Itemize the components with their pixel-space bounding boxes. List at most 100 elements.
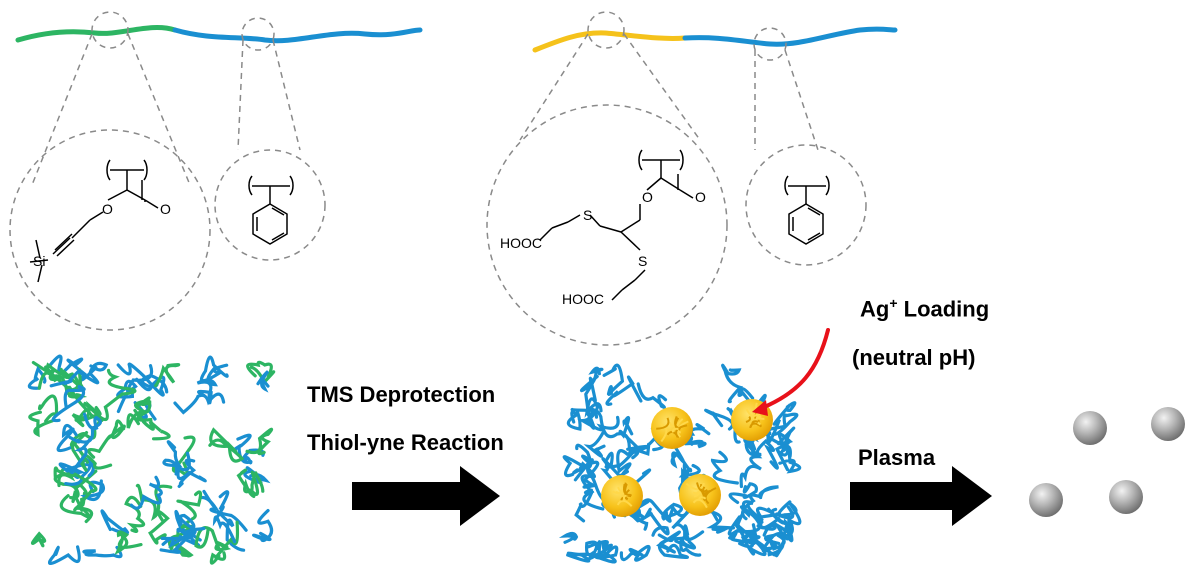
polymer-strand xyxy=(209,520,240,565)
chain-blue-block-2 xyxy=(682,26,898,47)
polymer-strand xyxy=(636,382,668,410)
monomer-structure-styrene-2 xyxy=(784,175,830,245)
polymer-strand xyxy=(739,438,763,489)
polymer-strand xyxy=(588,366,604,402)
polymer-strand xyxy=(580,374,599,419)
step-label-neutral-ph: (neutral pH) xyxy=(852,345,976,370)
polymer-strand xyxy=(47,545,81,566)
polymer-strand xyxy=(82,545,123,559)
nanoparticle xyxy=(1029,483,1063,517)
monomer-circle-styrene-2 xyxy=(745,144,867,266)
polymer-strand xyxy=(202,489,246,552)
polymer-chain-tms xyxy=(15,25,423,44)
polymer-strand xyxy=(756,521,794,543)
polymer-strand xyxy=(583,430,606,458)
cluster-strand xyxy=(692,498,708,509)
polymer-strand xyxy=(587,539,619,560)
polymer-strand xyxy=(177,458,197,488)
polymer-strand xyxy=(199,355,229,383)
polymer-strand xyxy=(208,427,245,463)
chain-blue-block xyxy=(172,27,423,44)
polymer-strand xyxy=(114,530,143,555)
step-label-ag-loading: Ag+ Loading xyxy=(860,295,989,322)
polymer-strand xyxy=(762,507,792,537)
polymer-strand xyxy=(572,460,605,511)
polymer-strand xyxy=(558,531,579,544)
gold-cluster xyxy=(679,474,721,516)
polymer-strand xyxy=(656,530,681,554)
polymer-strand xyxy=(161,513,206,549)
process-arrow-2 xyxy=(850,466,992,526)
polymer-strand xyxy=(710,450,739,485)
ag-loading-arrow xyxy=(752,328,830,416)
polymer-strand xyxy=(602,363,625,397)
polymer-strand xyxy=(58,436,93,475)
cluster-strand xyxy=(693,490,700,498)
polymer-strand xyxy=(56,423,78,453)
polymer-strand xyxy=(605,375,643,406)
step-label-deprotection: TMS Deprotection xyxy=(307,382,496,407)
polymer-strand xyxy=(142,420,171,441)
polymer-strand xyxy=(212,490,237,544)
polymer-strand xyxy=(706,509,735,534)
process-arrow-1 xyxy=(352,466,500,526)
polymer-strand xyxy=(87,419,126,459)
nanoparticle xyxy=(1073,411,1107,445)
polymer-strand xyxy=(681,524,705,549)
cluster-strand xyxy=(615,490,625,495)
cluster-strand xyxy=(660,423,668,443)
chain-green-block xyxy=(15,25,178,43)
polymer-strand xyxy=(631,500,670,537)
polymer-strand xyxy=(49,361,109,388)
polymer-strand xyxy=(154,363,181,388)
polymer-strand xyxy=(28,410,54,438)
polymer-network-tms xyxy=(27,354,276,566)
polymer-strand xyxy=(245,427,274,456)
polymer-strand xyxy=(252,509,274,543)
monomer-circle-cooh xyxy=(486,104,728,346)
ag-charge: + xyxy=(889,295,898,311)
tms-oxygen-carbonyl: O xyxy=(160,201,171,217)
polymer-strand xyxy=(562,443,593,478)
polymer-strand xyxy=(148,509,170,545)
ag-loading-text: Loading xyxy=(897,296,990,322)
polymer-strand xyxy=(167,534,194,558)
cooh-sulfur-1: S xyxy=(583,207,592,223)
cluster-strand xyxy=(622,483,631,496)
ag-symbol: Ag xyxy=(860,296,890,322)
monomer-structure-cooh xyxy=(539,149,694,301)
polymer-strand xyxy=(30,531,47,548)
polymer-strand xyxy=(162,440,183,476)
polymer-strand xyxy=(133,396,152,414)
polymer-strand xyxy=(256,370,270,393)
polymer-strand xyxy=(70,441,113,472)
polymer-strand xyxy=(196,365,218,405)
polymer-strand xyxy=(570,407,631,449)
cooh-acid-2: HOOC xyxy=(562,291,604,307)
polymer-chain-cooh xyxy=(532,26,898,53)
polymer-strand xyxy=(135,483,173,522)
silver-nanoparticles xyxy=(1029,407,1185,517)
polymer-strand xyxy=(721,363,744,404)
gold-cluster xyxy=(601,475,643,517)
polymer-strand xyxy=(574,488,595,523)
zoom-callouts-left xyxy=(9,11,326,331)
polymer-strand xyxy=(669,438,693,473)
polymer-strand xyxy=(761,533,781,557)
nanoparticle xyxy=(1151,407,1185,441)
polymer-strand xyxy=(728,482,759,504)
monomer-structure-tms xyxy=(29,159,159,283)
cluster-strand xyxy=(685,482,705,491)
step-label-plasma: Plasma xyxy=(858,445,936,470)
cluster-strand xyxy=(696,482,708,493)
polymer-strand xyxy=(704,408,735,431)
polymer-strand xyxy=(71,400,102,428)
cooh-acid-1: HOOC xyxy=(500,235,542,251)
polymer-strand xyxy=(736,500,781,540)
step-label-thiol-yne: Thiol-yne Reaction xyxy=(307,430,504,455)
polymer-strand xyxy=(96,368,137,422)
polymer-strand xyxy=(777,500,802,538)
polymer-strand xyxy=(124,495,146,533)
chain-yellow-block xyxy=(532,30,688,53)
